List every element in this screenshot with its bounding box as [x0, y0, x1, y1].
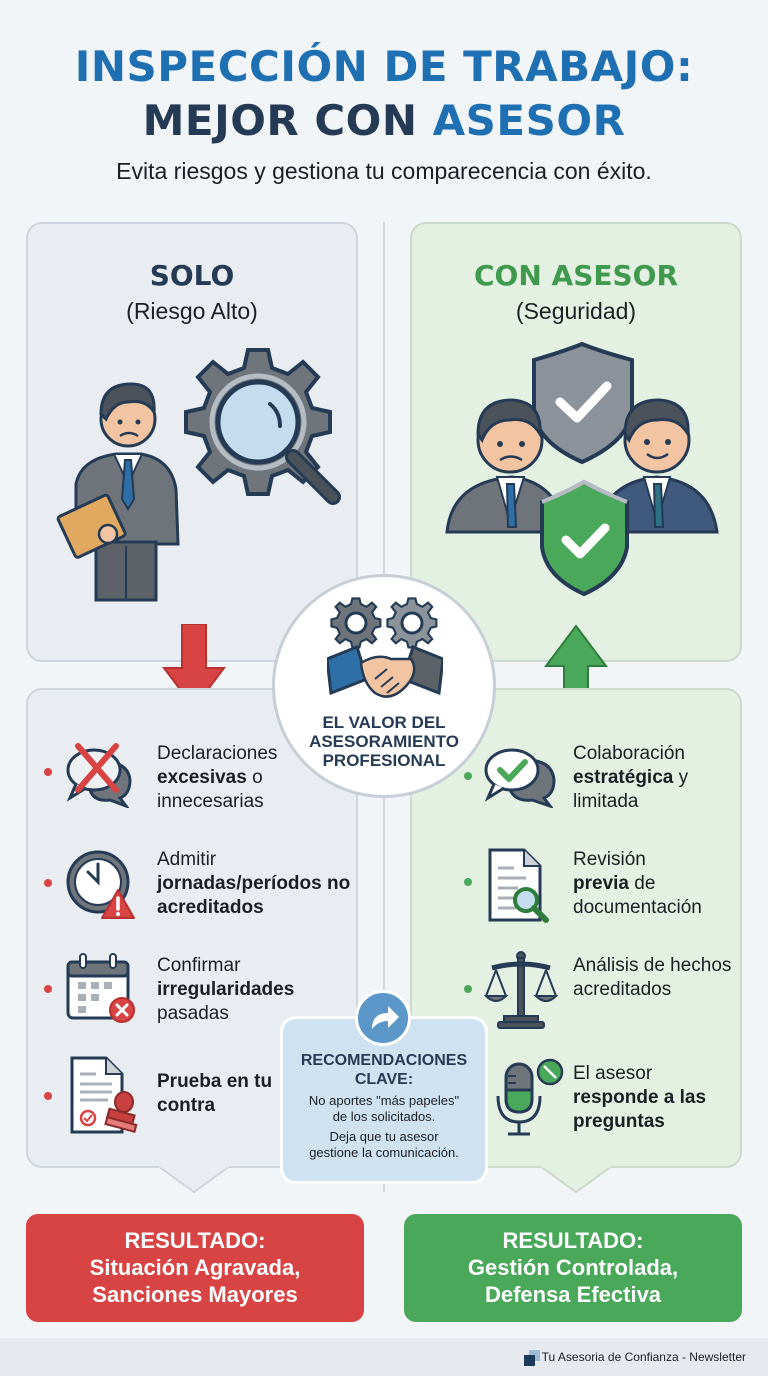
- page-subtitle: Evita riesgos y gestiona tu comparecenci…: [116, 158, 652, 184]
- con-asesor-heading: CON ASESOR: [473, 259, 679, 292]
- title-line-2-dark: MEJOR CON: [142, 96, 418, 145]
- solo-heading: SOLO: [149, 259, 235, 292]
- risk-item-2: Admitir jornadas/períodos no acreditados: [157, 849, 351, 918]
- benefit-bullet: [464, 985, 472, 993]
- document-stamp-icon: [70, 1056, 138, 1134]
- title-line-2: MEJOR CON ASESOR: [0, 94, 768, 148]
- worried-man-illustration: [56, 382, 180, 602]
- result-con-asesor: RESULTADO: Gestión Controlada, Defensa E…: [404, 1214, 742, 1322]
- benefit-item-2: Revisión previa de documentación: [573, 849, 702, 918]
- title-line-1: INSPECCIÓN DE TRABAJO:: [74, 42, 694, 91]
- con-asesor-subheading: (Seguridad): [515, 298, 637, 324]
- benefit-bullet: [464, 772, 472, 780]
- gear-magnifier-illustration: [184, 348, 341, 505]
- benefit-item-3: Análisis de hechos acreditados: [573, 955, 732, 1000]
- recommendations-title: RECOMENDACIONES CLAVE:: [300, 1052, 468, 1088]
- risk-bullet: [44, 985, 52, 993]
- solo-panel: SOLO (Riesgo Alto): [26, 222, 358, 662]
- solo-panel-pointer: [158, 1166, 230, 1194]
- professional-value-hub: EL VALOR DEL ASESORAMIENTO PROFESIONAL: [272, 574, 496, 798]
- risk-item-4: Prueba en tu contra: [157, 1071, 273, 1116]
- speech-bubble-x-icon: [66, 743, 132, 808]
- con-asesor-panel-pointer: [540, 1166, 612, 1194]
- newsletter-logo-icon: [524, 1350, 540, 1366]
- risk-bullet: [44, 1092, 52, 1100]
- solo-subheading: (Riesgo Alto): [126, 298, 258, 324]
- speech-bubble-check-icon: [484, 748, 556, 808]
- title-line-2-blue: ASESOR: [432, 96, 626, 145]
- risk-item-3: Confirmar irregularidades pasadas: [157, 955, 295, 1024]
- clock-warning-icon: [66, 850, 135, 919]
- risk-item-1: Declaraciones excesivas o innecesarias: [157, 743, 278, 812]
- solo-header: SOLO (Riesgo Alto): [28, 258, 356, 326]
- result-solo: RESULTADO: Situación Agravada, Sanciones…: [26, 1214, 364, 1322]
- benefit-item-1: Colaboración estratégica y limitada: [573, 743, 689, 812]
- con-asesor-header: CON ASESOR (Seguridad): [412, 258, 740, 326]
- risk-bullet: [44, 768, 52, 776]
- hub-label: EL VALOR DEL ASESORAMIENTO PROFESIONAL: [309, 713, 459, 770]
- benefit-bullet: [464, 878, 472, 886]
- share-arrow-icon: [355, 990, 411, 1046]
- scales-icon: [484, 951, 558, 1029]
- footer-text: Tu Asesoria de Confianza - Newsletter: [541, 1350, 746, 1364]
- footer: Tu Asesoria de Confianza - Newsletter: [0, 1338, 768, 1376]
- con-asesor-panel: CON ASESOR (Seguridad): [410, 222, 742, 662]
- recommendation-tip-1: No aportes "más papeles" de los solicita…: [308, 1093, 460, 1124]
- risk-bullet: [44, 879, 52, 887]
- gears-handshake-icon: [327, 597, 443, 698]
- page-title: INSPECCIÓN DE TRABAJO: MEJOR CON ASESOR: [0, 40, 768, 148]
- microphone-muted-icon: [496, 1058, 564, 1136]
- two-men-shields-illustration: [445, 342, 719, 597]
- document-magnifier-icon: [488, 848, 549, 923]
- calendar-x-icon: [66, 953, 135, 1023]
- recommendation-tip-2: Deja que tu asesor gestione la comunicac…: [309, 1129, 459, 1160]
- benefit-item-4: El asesor responde a las preguntas: [573, 1063, 707, 1132]
